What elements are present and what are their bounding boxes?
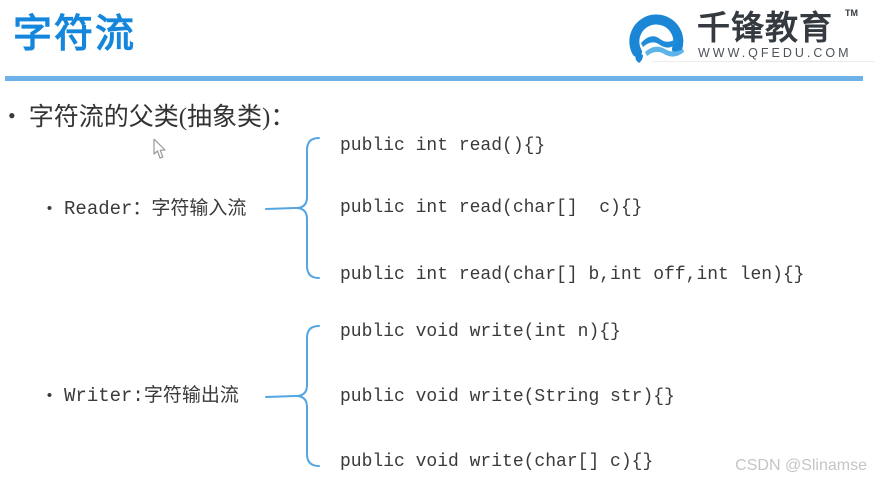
- logo-trademark: TM: [845, 8, 858, 18]
- qianfeng-logo: 千锋教育 TM WWW.QFEDU.COM: [620, 6, 875, 64]
- writer-label: Writer:字符输出流: [64, 385, 239, 407]
- bullet-icon: •: [45, 201, 55, 218]
- section-heading: 字符流的父类(抽象类)：: [28, 104, 296, 131]
- mouse-cursor-icon: [153, 138, 168, 165]
- reader-label: Reader：字符输入流: [64, 198, 247, 220]
- method-signature: public void write(String str){}: [340, 387, 675, 407]
- method-signature: public int read(char[] c){}: [340, 198, 643, 218]
- method-signature: public int read(char[] b,int off,int len…: [340, 265, 805, 285]
- section-heading-row: • 字符流的父类(抽象类)：: [8, 100, 295, 134]
- method-signature: public void write(char[] c){}: [340, 452, 654, 472]
- method-signature: public int read(){}: [340, 136, 546, 156]
- reader-brace: [265, 137, 320, 279]
- bullet-icon: •: [8, 103, 16, 128]
- reader-label-row: • Reader：字符输入流: [45, 197, 246, 222]
- logo-bottom-edge: [652, 61, 875, 62]
- page-title: 字符流: [13, 13, 137, 56]
- csdn-watermark: CSDN @Slinamse: [735, 457, 867, 474]
- qianfeng-q-wave-icon: [627, 11, 689, 68]
- bullet-icon: •: [45, 388, 55, 405]
- title-underline-bar: [5, 76, 863, 81]
- logo-website-text: WWW.QFEDU.COM: [698, 46, 852, 60]
- writer-label-row: • Writer:字符输出流: [45, 384, 239, 409]
- method-signature: public void write(int n){}: [340, 322, 621, 342]
- writer-brace: [265, 325, 320, 467]
- logo-brand-text: 千锋教育: [697, 9, 833, 46]
